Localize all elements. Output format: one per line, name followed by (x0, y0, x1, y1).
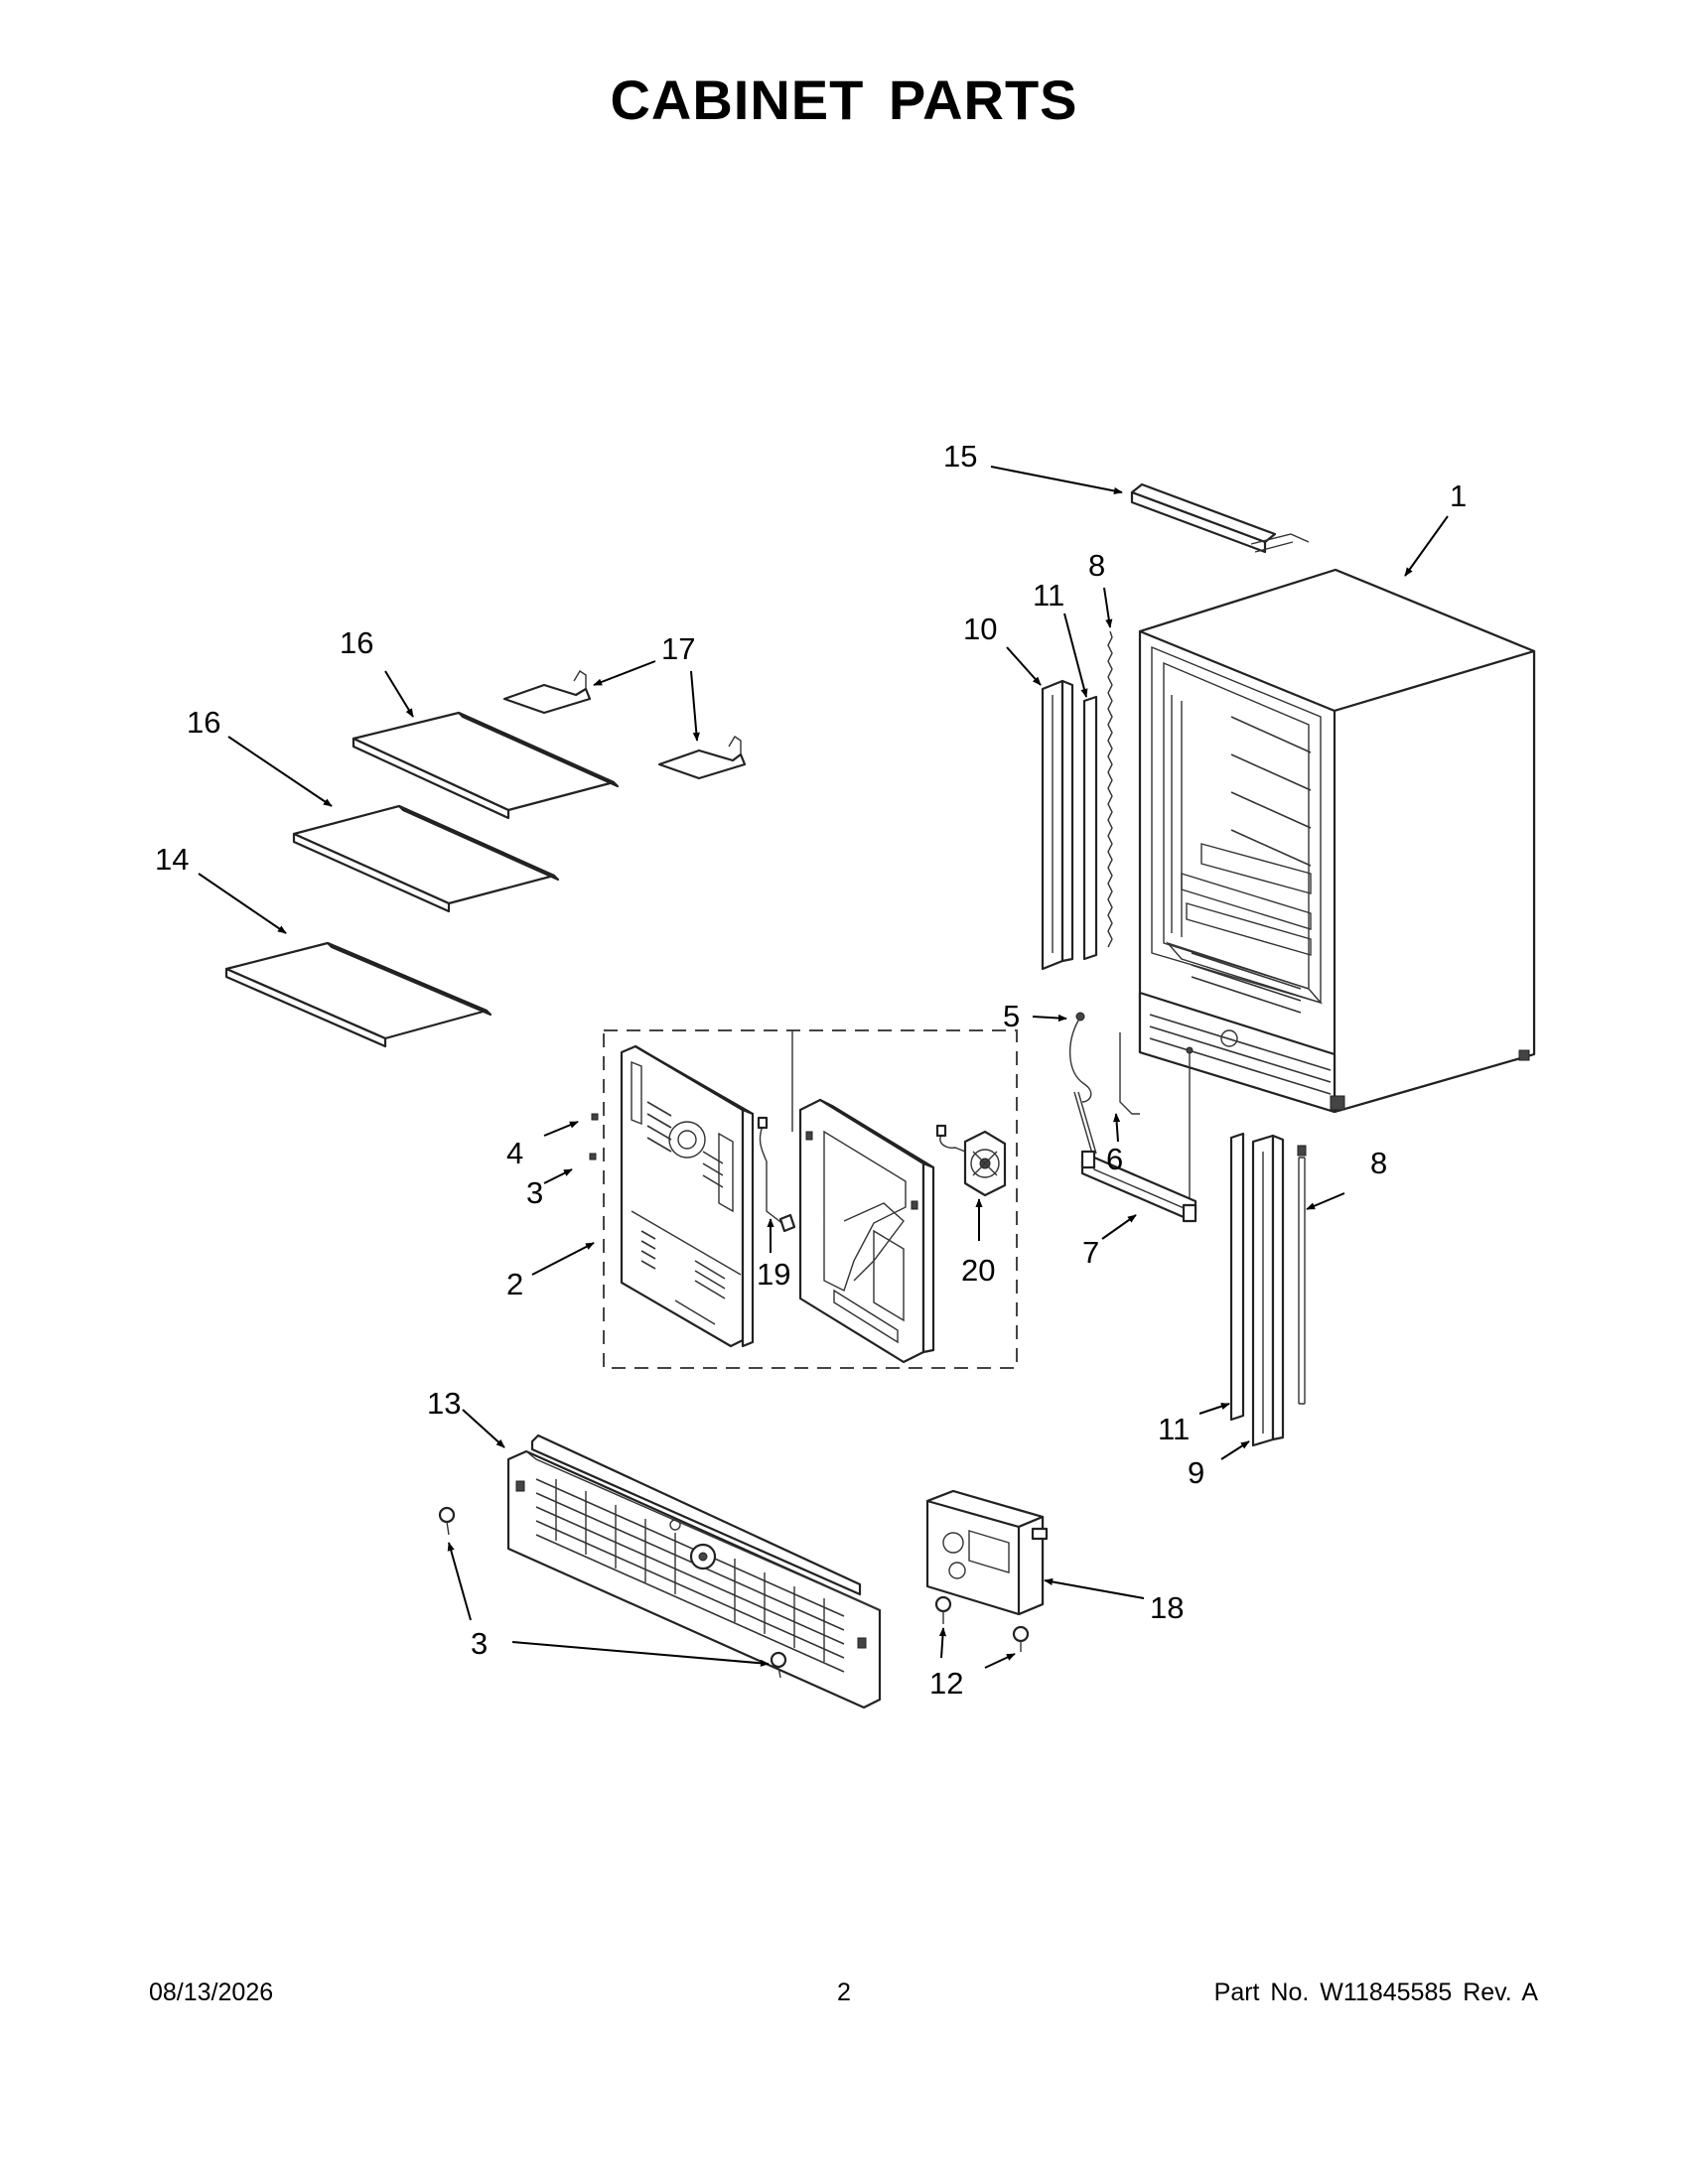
callout-18: 18 (1150, 1590, 1184, 1625)
callout-6: 6 (1106, 1142, 1123, 1176)
screw-bottom-part (770, 1651, 787, 1679)
footer-date: 08/13/2026 (149, 1979, 274, 2006)
callout-4: 4 (506, 1136, 523, 1170)
callout-5: 5 (1003, 999, 1020, 1033)
shelf-support-upper-part (502, 670, 592, 715)
callout-8-top: 8 (1088, 548, 1105, 583)
left-gasket-set (1041, 630, 1113, 971)
callout-3-lower: 3 (471, 1626, 488, 1661)
callout-12: 12 (929, 1666, 963, 1701)
callout-2: 2 (506, 1267, 523, 1301)
callout-17: 17 (661, 631, 695, 666)
evaporator-cover-part (589, 1044, 755, 1348)
callout-11-top: 11 (1033, 578, 1064, 613)
right-gasket-set (1229, 1132, 1307, 1447)
callout-14: 14 (155, 842, 189, 877)
callout-20: 20 (961, 1253, 995, 1288)
callout-10: 10 (963, 612, 997, 646)
callout-leaders (198, 466, 1449, 1669)
shelf-middle-part (292, 804, 560, 913)
callout-labels: 1 15 8 11 10 16 17 16 14 5 6 7 8 11 9 4 … (155, 439, 1467, 1701)
screw-part-12b (1012, 1625, 1030, 1652)
callout-16-lower: 16 (187, 705, 220, 740)
toe-grille-part (506, 1433, 882, 1709)
footer-part-number: Part No. W11845585 Rev. A (1213, 1979, 1538, 2006)
footer-page-number: 2 (837, 1979, 851, 2006)
evaporator-cover-group (603, 1029, 1018, 1369)
wire-harness-part (757, 1116, 796, 1233)
callout-16-upper: 16 (340, 625, 373, 660)
callout-3-upper: 3 (526, 1175, 543, 1210)
callout-8-bottom: 8 (1370, 1146, 1387, 1180)
page-title: CABINET PARTS (610, 68, 1078, 131)
screw-part-12a (934, 1595, 952, 1624)
callout-7: 7 (1082, 1235, 1099, 1270)
callout-1: 1 (1450, 478, 1467, 513)
shelf-upper-part (352, 711, 620, 820)
light-bracket-assembly (1068, 1012, 1197, 1223)
callout-19: 19 (757, 1257, 790, 1292)
shelf-lower-part (224, 941, 492, 1048)
evaporator-housing-part (798, 1098, 935, 1364)
top-trim-part (1130, 482, 1310, 554)
drain-box-part (925, 1489, 1049, 1616)
callout-9: 9 (1188, 1455, 1204, 1490)
evaporator-fan-part (935, 1124, 1007, 1197)
cabinet-part (1138, 568, 1536, 1114)
callout-15: 15 (943, 439, 977, 474)
screw-left-part (438, 1506, 456, 1536)
callout-11-bottom: 11 (1158, 1412, 1190, 1446)
callout-13: 13 (427, 1386, 461, 1421)
shelf-support-lower-part (657, 736, 747, 780)
